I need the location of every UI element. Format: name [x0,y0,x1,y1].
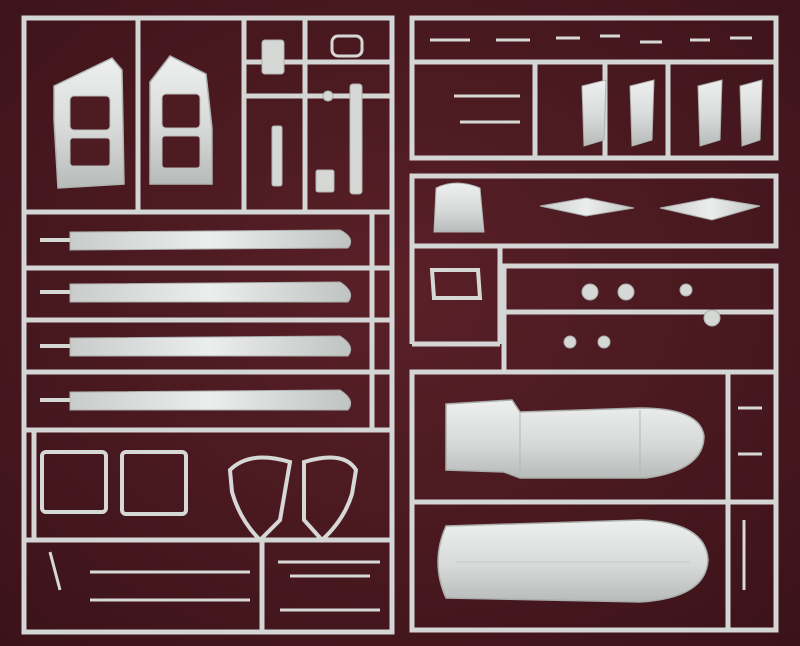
door-panel-left [53,57,125,189]
rotor-blade [40,335,352,357]
right-top-sprue-frame [409,15,779,161]
right-middle-sprue-frame [409,173,779,347]
right-bottom-sprue-frame [409,369,779,633]
rotor-blade [40,229,352,251]
window-frames [40,450,359,543]
rotor-blade [40,389,352,411]
wheels [563,283,721,349]
engine-cover [429,182,485,300]
seat-parts [581,79,763,147]
small-parts-top-right [430,34,752,124]
door-panel-right [149,55,213,185]
rotor-blade [40,281,352,303]
cabin-floor [445,399,705,479]
small-parts-bottom-left [48,551,380,612]
rotor-blades [40,229,352,411]
hull-bottom [437,519,709,603]
small-parts-top-left-sprue [261,34,364,195]
left-sprue-frame [21,15,395,635]
small-parts-bottom-right [738,406,762,590]
float-parts [539,197,761,221]
